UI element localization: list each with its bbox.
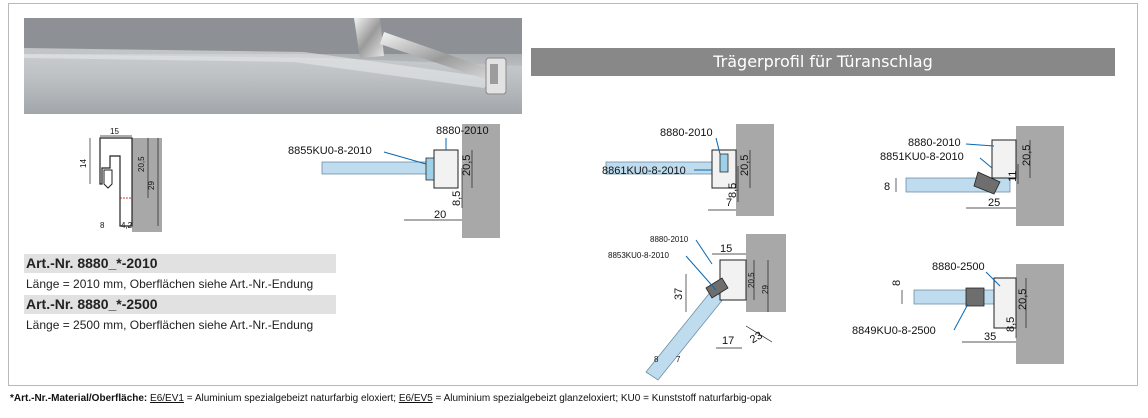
d4-dim-20-5: 20,5: [747, 272, 756, 288]
d5-dim-8-5: 8,5: [1005, 317, 1017, 332]
diagram-8853: 8880-2010 8853KU0-8-2010 15 20,5 29 37 8…: [608, 234, 786, 381]
d1-dim-20: 20: [434, 209, 446, 221]
d2-dim-7: 7: [726, 197, 732, 209]
d4-dim-29: 29: [761, 285, 770, 294]
d3-dim-11: 11: [1007, 171, 1019, 182]
d4-dim-23: 23: [748, 330, 765, 347]
footnote-code-1: E6/EV1: [150, 393, 184, 404]
d2-dim-8-5: 8,5: [727, 183, 739, 198]
d5-dim-8: 8: [891, 280, 903, 286]
material-footnote: *Art.-Nr.-Material/Oberfläche: E6/EV1 = …: [10, 393, 1140, 404]
footnote-code-2: E6/EV5: [398, 393, 433, 404]
article-number-2: Art.-Nr. 8880_*-2500: [26, 296, 158, 312]
length-note-1: Länge = 2010 mm, Oberflächen siehe Art.-…: [26, 277, 314, 291]
profile-dim-4-2: 4,2: [121, 221, 133, 230]
spec-row-1: [24, 254, 336, 273]
d3-label-part2: 8851KU0-8-2010: [880, 151, 964, 163]
d4-dim-15: 15: [720, 243, 732, 255]
diagram-8851: 8880-2010 8851KU0-8-2010 20,5 11 8 25: [880, 126, 1064, 226]
d5-label-part2: 8849KU0-8-2500: [852, 325, 936, 337]
d4-label-part1: 8880-2010: [650, 235, 689, 244]
profile-dim-29: 29: [147, 181, 156, 190]
footnote-text-1: = Aluminium spezialgebeizt naturfarbig e…: [183, 393, 399, 404]
profile-dim-14: 14: [80, 159, 88, 168]
d3-dim-20-5: 20,5: [1021, 145, 1033, 166]
d1-dim-20-5: 20,5: [461, 155, 473, 176]
d4-dim-8: 8: [654, 355, 659, 364]
d5-dim-35: 35: [984, 331, 996, 343]
d5-dim-20-5: 20,5: [1017, 289, 1029, 310]
diagram-8855: 8880-2010 8855KU0-8-2010 20,5 8,5 20: [288, 124, 500, 238]
d1-label-part1: 8880-2010: [436, 125, 489, 137]
d3-dim-8: 8: [884, 181, 890, 193]
d2-dim-20-5: 20,5: [739, 155, 751, 176]
product-photo: [24, 18, 522, 114]
d4-label-part2: 8853KU0-8-2010: [608, 251, 669, 260]
profile-dim-15: 15: [110, 128, 119, 136]
footnote-text-2: = Aluminium spezialgebeizt glanzeloxiert…: [432, 393, 772, 404]
profile-dim-8: 8: [100, 221, 105, 230]
section-header: Trägerprofil für Türanschlag: [531, 48, 1115, 76]
d3-dim-25: 25: [988, 197, 1000, 209]
d2-label-part1: 8880-2010: [660, 127, 713, 139]
article-number-1: Art.-Nr. 8880_*-2010: [26, 255, 158, 271]
diagram-8861: 8880-2010 8861KU0-8-2010 20,5 8,5 7: [602, 124, 774, 216]
d4-dim-7: 7: [676, 355, 681, 364]
d5-label-part1: 8880-2500: [932, 261, 985, 273]
section-title: Trägerprofil für Türanschlag: [713, 52, 933, 71]
d1-dim-8-5: 8,5: [451, 191, 463, 206]
d3-label-part1: 8880-2010: [908, 137, 961, 149]
d2-label-part2: 8861KU0-8-2010: [602, 165, 686, 177]
d4-dim-17: 17: [722, 335, 734, 347]
length-note-2: Länge = 2500 mm, Oberflächen siehe Art.-…: [26, 318, 314, 332]
profile-cross-section: 15 14 20,5 29 8 4,2: [80, 128, 162, 232]
d4-dim-37: 37: [673, 288, 685, 300]
d1-label-part2: 8855KU0-8-2010: [288, 145, 372, 157]
footnote-prefix: *Art.-Nr.-Material/Oberfläche:: [10, 393, 151, 404]
spec-row-2: [24, 295, 336, 314]
diagram-8849: 8880-2500 8 20,5 8,5 8849KU0-8-2500 35: [852, 261, 1064, 364]
profile-dim-20-5: 20,5: [137, 156, 146, 172]
